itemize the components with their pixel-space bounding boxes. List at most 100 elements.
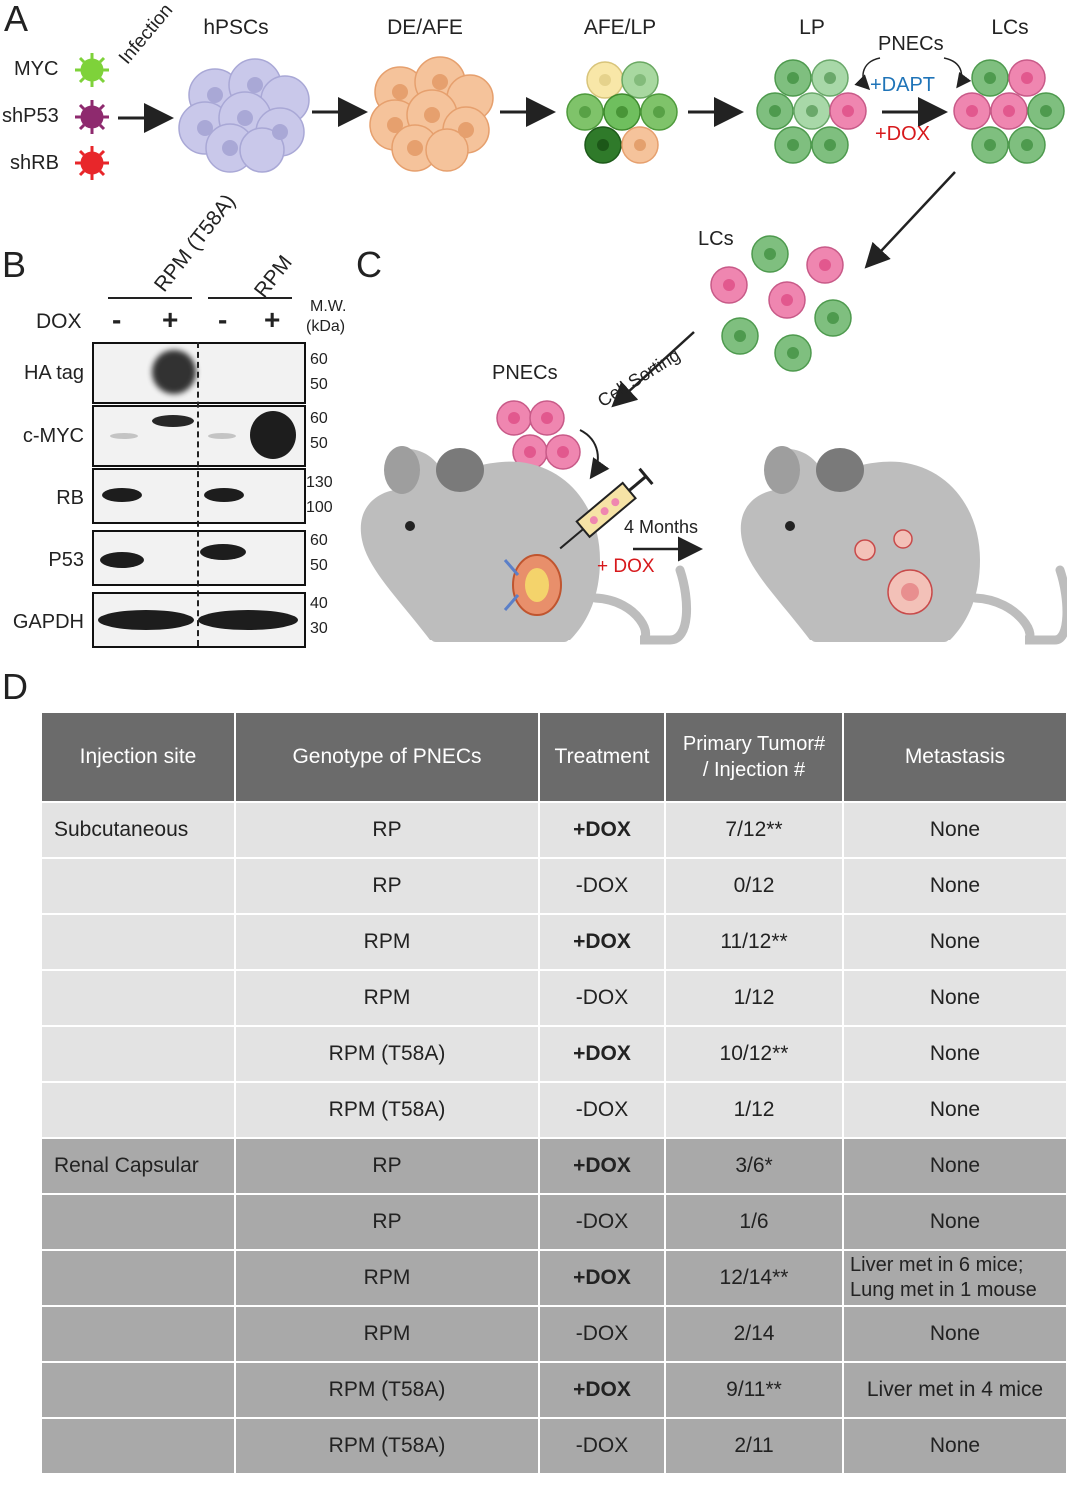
kidney-icon — [503, 554, 562, 616]
cell-ratio: 2/14 — [664, 1305, 844, 1363]
blot-gapdh — [92, 592, 306, 648]
cell-treatment: -DOX — [538, 1193, 666, 1251]
cell-ratio: 1/12 — [664, 1081, 844, 1139]
results-table: Injection site Genotype of PNECs Treatme… — [40, 711, 1067, 1475]
cell-metastasis: None — [842, 1417, 1067, 1475]
lane-3-sign: - — [218, 304, 228, 335]
table-header-row: Injection site Genotype of PNECs Treatme… — [40, 711, 1067, 803]
cell-genotype: RPM — [234, 1249, 540, 1307]
cell-injection-site — [40, 969, 236, 1027]
cell-treatment: -DOX — [538, 1417, 666, 1475]
header-ratio: Primary Tumor# / Injection # — [664, 711, 844, 803]
cell-treatment: +DOX — [538, 1025, 666, 1083]
mw-rb-bottom: 100 — [306, 499, 333, 516]
cell-genotype: RPM (T58A) — [234, 1081, 540, 1139]
virus-label-shrb: shRB — [10, 152, 59, 174]
dox-label-a: +DOX — [875, 123, 931, 145]
cell-genotype: RP — [234, 1193, 540, 1251]
blot-rb — [92, 468, 306, 524]
header-treatment: Treatment — [538, 711, 666, 803]
panel-a-letter: A — [4, 0, 29, 39]
cell-injection-site — [40, 1249, 236, 1307]
cell-genotype: RPM — [234, 969, 540, 1027]
cell-treatment: +DOX — [538, 1361, 666, 1419]
blot-label-ha: HA tag — [23, 362, 84, 384]
lcs-scatter-label: LCs — [698, 228, 734, 250]
cell-ratio: 0/12 — [664, 857, 844, 915]
lane-divider — [197, 342, 199, 646]
blot-label-cmyc: c-MYC — [22, 425, 84, 447]
cell-ratio: 11/12** — [664, 913, 844, 971]
blot-label-rb: RB — [56, 487, 84, 509]
cell-treatment: +DOX — [538, 1249, 666, 1307]
stage-label-de-afe: DE/AFE — [387, 16, 463, 39]
virus-label-shp53: shP53 — [2, 105, 59, 127]
mw-p53-bottom: 50 — [310, 557, 328, 574]
cell-injection-site — [40, 857, 236, 915]
cell-injection-site — [40, 1081, 236, 1139]
cell-injection-site — [40, 1193, 236, 1251]
group2-line — [208, 297, 292, 299]
cell-metastasis: None — [842, 1081, 1067, 1139]
cell-ratio: 1/12 — [664, 969, 844, 1027]
cell-genotype: RP — [234, 801, 540, 859]
mw-unit: (kDa) — [306, 318, 346, 335]
blot-c-myc — [92, 405, 306, 467]
cell-treatment: -DOX — [538, 857, 666, 915]
mw-cmyc-top: 60 — [310, 410, 328, 427]
cell-treatment: +DOX — [538, 801, 666, 859]
mouse-left — [360, 446, 692, 645]
cell-metastasis: None — [842, 1193, 1067, 1251]
myc-virus-icon — [73, 51, 111, 89]
mw-gapdh-bottom: 30 — [310, 620, 328, 637]
cell-ratio: 9/11** — [664, 1361, 844, 1419]
cell-ratio: 12/14** — [664, 1249, 844, 1307]
header-metastasis: Metastasis — [842, 711, 1067, 803]
cell-treatment: +DOX — [538, 1137, 666, 1195]
mw-gapdh-top: 40 — [310, 595, 328, 612]
pnecs-curve-right — [943, 57, 972, 89]
cell-ratio: 3/6* — [664, 1137, 844, 1195]
mw-ha-bottom: 50 — [310, 376, 328, 393]
cell-injection-site — [40, 913, 236, 971]
cell-ratio: 10/12** — [664, 1025, 844, 1083]
cell-genotype: RPM (T58A) — [234, 1361, 540, 1419]
dox-c-label: + DOX — [597, 556, 655, 577]
panel-d-letter: D — [2, 666, 28, 707]
mw-ha-top: 60 — [310, 351, 328, 368]
cell-genotype: RPM — [234, 1305, 540, 1363]
stage-label-lcs: LCs — [991, 16, 1029, 39]
cell-treatment: +DOX — [538, 913, 666, 971]
cell-metastasis: None — [842, 913, 1067, 971]
blot-ha-tag — [92, 342, 306, 404]
blot-p53 — [92, 530, 306, 586]
cell-treatment: -DOX — [538, 1305, 666, 1363]
cell-ratio: 1/6 — [664, 1193, 844, 1251]
cell-metastasis: None — [842, 969, 1067, 1027]
blot-label-p53: P53 — [48, 549, 84, 571]
panel-a-diagram — [73, 51, 1065, 182]
cell-injection-site — [40, 1417, 236, 1475]
cell-metastasis: None — [842, 1305, 1067, 1363]
cell-metastasis: None — [842, 1137, 1067, 1195]
syringe-icon — [559, 467, 654, 550]
header-genotype: Genotype of PNECs — [234, 711, 540, 803]
lane-1-sign: - — [112, 304, 122, 335]
panel-c-letter: C — [356, 244, 382, 285]
panel-b-letter: B — [2, 244, 27, 285]
arrow-lcs-down — [864, 171, 956, 269]
lcs-scatter — [710, 235, 852, 372]
lane-4-sign: + — [264, 304, 281, 335]
stage-label-afe-lp: AFE/LP — [583, 16, 657, 39]
cell-genotype: RPM (T58A) — [234, 1025, 540, 1083]
